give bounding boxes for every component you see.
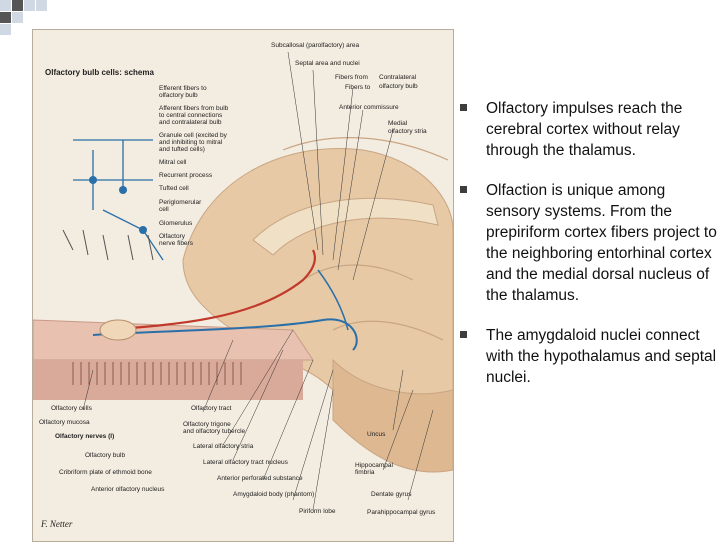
label-anterior-nucleus: Anterior olfactory nucleus xyxy=(91,486,165,493)
label-efferent-1: Efferent fibers to xyxy=(159,85,207,92)
label-trigone-2: and olfactory tubercle xyxy=(183,428,246,435)
corner-square xyxy=(0,24,11,35)
bullet-text: Olfactory impulses reach the cerebral co… xyxy=(486,100,683,159)
label-parahippocampal: Parahippocampal gyrus xyxy=(367,509,436,516)
corner-square xyxy=(0,0,11,11)
bullet-item: Olfaction is unique among sensory system… xyxy=(460,180,720,306)
label-cribriform: Cribriform plate of ethmoid bone xyxy=(59,469,152,476)
label-anterior-commissure: Anterior commissure xyxy=(339,104,399,111)
square-bullet-icon xyxy=(460,104,467,111)
label-granule-2: and inhibiting to mitral xyxy=(159,139,223,146)
label-glomerulus: Glomerulus xyxy=(159,220,193,227)
label-anterior-perforated: Anterior perforated substance xyxy=(217,475,303,482)
label-dentate: Dentate gyrus xyxy=(371,491,412,498)
label-nerve-fibers-2: nerve fibers xyxy=(159,240,193,247)
label-olfactory-mucosa: Olfactory mucosa xyxy=(39,419,90,426)
label-nerve-fibers-1: Olfactory xyxy=(159,233,186,240)
label-subcallosal: Subcallosal (parolfactory) area xyxy=(271,42,360,49)
square-bullet-icon xyxy=(460,186,467,193)
artist-signature: F. Netter xyxy=(41,519,73,529)
square-bullet-icon xyxy=(460,331,467,338)
label-afferent-2: to central connections xyxy=(159,112,223,119)
label-fibers-to: Fibers to xyxy=(345,84,371,91)
schema-title: Olfactory bulb cells: schema xyxy=(45,68,154,77)
label-lateral-tract-nucleus: Lateral olfactory tract nucleus xyxy=(203,459,288,466)
label-olfactory-cells: Olfactory cells xyxy=(51,405,92,412)
corner-square xyxy=(24,0,35,11)
bullet-item: The amygdaloid nuclei connect with the h… xyxy=(460,325,720,388)
label-amygdaloid: Amygdaloid body (phantom) xyxy=(233,491,315,498)
bullet-list: Olfactory impulses reach the cerebral co… xyxy=(460,98,720,407)
label-efferent-2: olfactory bulb xyxy=(159,92,198,99)
corner-square xyxy=(36,0,47,11)
corner-square xyxy=(12,0,23,11)
label-periglomerular-1: Periglomerular xyxy=(159,199,202,206)
label-tufted: Tufted cell xyxy=(159,185,189,192)
label-contralateral-bulb: olfactory bulb xyxy=(379,83,418,90)
olfactory-pathway-illustration: Olfactory bulb cells: schema Subcallosal… xyxy=(32,29,454,542)
label-piriform: Piriform lobe xyxy=(299,508,336,515)
label-hippocampal-1: Hippocampal xyxy=(355,462,393,469)
label-granule-3: and tufted cells) xyxy=(159,146,205,153)
bullet-text: The amygdaloid nuclei connect with the h… xyxy=(486,327,717,386)
corner-square xyxy=(12,12,23,23)
label-contralateral: Contralateral xyxy=(379,74,417,81)
label-medial-stria-2: olfactory stria xyxy=(388,128,427,135)
label-uncus: Uncus xyxy=(367,431,386,438)
label-afferent-3: and contralateral bulb xyxy=(159,119,222,126)
slide-corner-decoration xyxy=(0,0,60,40)
label-olfactory-bulb: Olfactory bulb xyxy=(85,452,126,459)
label-hippocampal-2: fimbria xyxy=(355,469,375,476)
label-periglomerular-2: cell xyxy=(159,206,169,213)
label-granule-1: Granule cell (excited by xyxy=(159,132,227,139)
label-olfactory-nerves: Olfactory nerves (I) xyxy=(55,433,115,440)
label-trigone-1: Olfactory trigone xyxy=(183,421,231,428)
label-septal: Septal area and nuclei xyxy=(295,60,360,67)
label-olfactory-tract: Olfactory tract xyxy=(191,405,232,412)
bullet-item: Olfactory impulses reach the cerebral co… xyxy=(460,98,720,161)
label-fibers-from: Fibers from xyxy=(335,74,368,81)
corner-square xyxy=(0,12,11,23)
label-recurrent: Recurrent process xyxy=(159,172,213,179)
label-mitral: Mitral cell xyxy=(159,159,187,166)
label-medial-stria-1: Medial xyxy=(388,120,408,127)
bullet-text: Olfaction is unique among sensory system… xyxy=(486,182,717,304)
label-lateral-stria: Lateral olfactory stria xyxy=(193,443,254,450)
brain-drawing xyxy=(33,51,453,511)
label-afferent-1: Afferent fibers from bulb xyxy=(159,105,229,112)
